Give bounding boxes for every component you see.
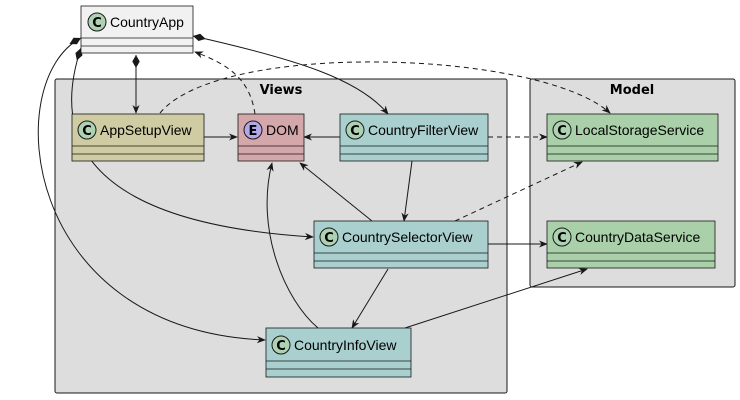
class-name-country-filter-view: CountryFilterView xyxy=(368,122,479,138)
class-stereotype-letter: C xyxy=(557,231,567,246)
package-model-title: Model xyxy=(610,83,654,98)
class-stereotype-icon xyxy=(552,227,572,247)
class-name-app-setup-view: AppSetupView xyxy=(100,122,192,138)
rel-setup-to-storage xyxy=(159,61,611,114)
class-stereotype-icon xyxy=(552,120,572,140)
class-stereotype-letter: C xyxy=(92,16,102,31)
rel-app-to-selector xyxy=(71,47,314,241)
class-stereotype-letter: C xyxy=(350,124,360,139)
rel-app-to-info xyxy=(37,37,266,344)
entity-stereotype-icon xyxy=(243,120,263,140)
class-country-filter-view[interactable]: C CountryFilterView xyxy=(339,113,489,162)
entity-stereotype-letter: E xyxy=(249,124,258,139)
class-name-dom: DOM xyxy=(266,122,299,138)
rel-info-to-dom xyxy=(266,162,319,329)
class-stereotype-icon xyxy=(87,12,107,32)
class-local-storage-service[interactable]: C LocalStorageService xyxy=(546,113,719,162)
package-views-title: Views xyxy=(260,83,303,98)
rel-selector-to-info xyxy=(351,268,389,329)
rel-dom-to-app xyxy=(194,51,256,115)
class-name-local-storage-service: LocalStorageService xyxy=(575,122,704,138)
class-stereotype-icon xyxy=(319,227,339,247)
class-country-selector-view[interactable]: C CountrySelectorView xyxy=(313,220,489,269)
class-stereotype-letter: C xyxy=(324,231,334,246)
class-stereotype-icon xyxy=(271,335,291,355)
rel-selector-to-dom xyxy=(299,162,373,222)
relations xyxy=(37,33,611,344)
class-name-country-info-view: CountryInfoView xyxy=(294,337,397,353)
class-stereotype-letter: C xyxy=(276,339,286,354)
class-app-setup-view[interactable]: C AppSetupView xyxy=(71,113,205,162)
class-country-data-service[interactable]: C CountryDataService xyxy=(546,220,716,269)
class-country-info-view[interactable]: C CountryInfoView xyxy=(265,327,412,378)
entity-dom[interactable]: E DOM xyxy=(237,113,305,162)
class-name-country-app: CountryApp xyxy=(110,14,184,30)
rel-filter-to-selector xyxy=(401,160,413,222)
class-stereotype-icon xyxy=(77,120,97,140)
rel-app-to-filter xyxy=(192,33,389,115)
class-country-app[interactable]: C CountryApp xyxy=(80,5,194,54)
class-stereotype-icon xyxy=(345,120,365,140)
class-name-country-data-service: CountryDataService xyxy=(575,229,700,245)
class-name-country-selector-view: CountrySelectorView xyxy=(342,229,473,245)
class-stereotype-letter: C xyxy=(82,124,92,139)
rel-info-to-data xyxy=(404,268,588,329)
class-stereotype-letter: C xyxy=(557,124,567,139)
